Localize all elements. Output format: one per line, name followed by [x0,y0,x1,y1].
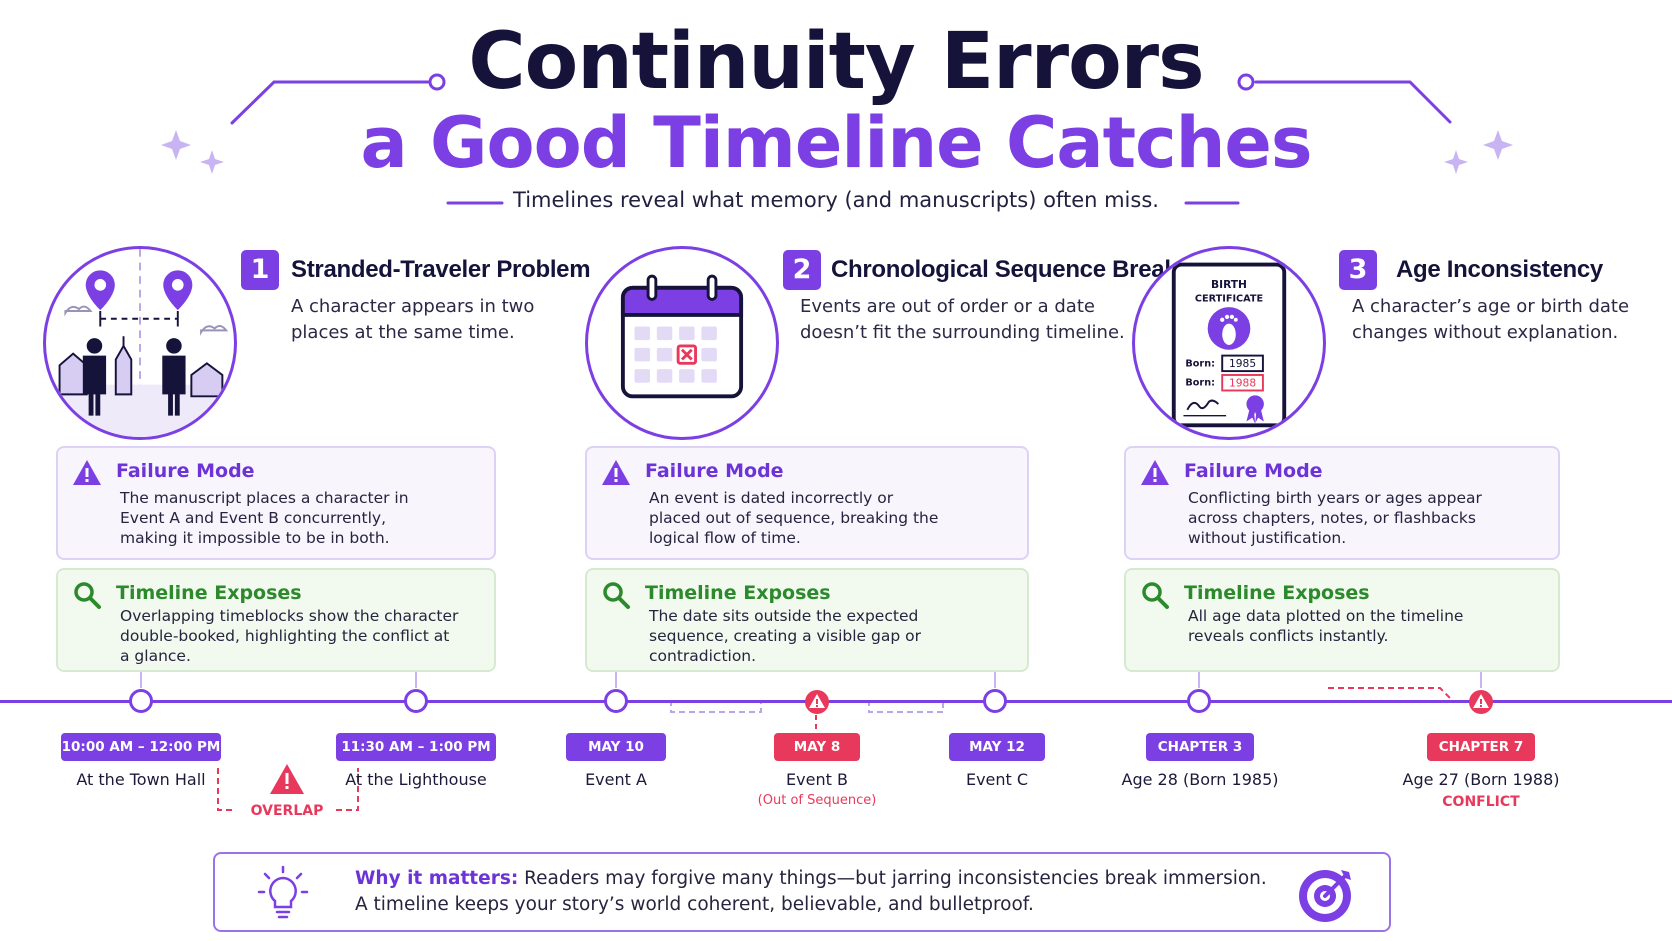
timeline-label-event-a: Event A [585,770,647,789]
conflict-label: CONFLICT [1442,794,1520,810]
overlap-warning-icon [270,764,304,794]
timeline-pill-event-b: MAY 8 [774,733,860,761]
target-icon [1299,870,1351,922]
timeline-node-lighthouse[interactable] [404,689,428,713]
certificate-heading: BIRTH [1211,278,1247,291]
page-title-line1: Continuity Errors [468,17,1204,107]
failure-mode-text: An event is dated incorrectly or placed … [649,489,939,547]
failure-mode-card-2: Failure Mode An event is dated incorrect… [585,446,1029,560]
timeline-label-lighthouse: At the Lighthouse [345,770,487,789]
timeline-connectors [140,672,1482,811]
timeline-exposes-text: The date sits outside the expected seque… [649,607,921,665]
timeline-pill-town-hall: 10:00 AM – 12:00 PM [61,733,221,761]
born-label-2: Born: [1185,378,1215,389]
timeline-sub-event-b: (Out of Sequence) [757,793,877,808]
timeline-node-event-b-alert-icon[interactable] [804,689,830,715]
timeline-label-chapter-7: Age 27 (Born 1988) [1402,770,1560,789]
failure-mode-title: Failure Mode [116,460,255,482]
birth-certificate-icon: BIRTH CERTIFICATE Born: 1985 Born: 1988 [1171,262,1287,428]
failure-mode-title: Failure Mode [645,460,784,482]
warning-icon [1141,460,1169,485]
certificate-heading-2: CERTIFICATE [1195,293,1263,304]
section-number-1: 1 [241,250,279,290]
age-inconsistency-illustration: BIRTH CERTIFICATE Born: 1985 Born: 1988 [1132,246,1326,440]
timeline-node-chapter-3[interactable] [1187,689,1211,713]
sequence-break-illustration [585,246,779,440]
timeline-label-event-b: Event B [786,770,848,789]
timeline-pill-event-c: MAY 12 [949,733,1045,761]
why-it-matters-banner: Why it matters: Readers may forgive many… [213,852,1391,932]
timeline-exposes-text: Overlapping timeblocks show the characte… [120,607,459,665]
stranded-traveler-illustration [43,246,237,440]
section-number-3: 3 [1339,250,1377,290]
born-year-2: 1988 [1229,377,1256,390]
born-year-1: 1985 [1229,357,1256,370]
timeline-pill-chapter-3: CHAPTER 3 [1146,733,1254,761]
timeline-exposes-text: All age data plotted on the timeline rev… [1188,607,1464,645]
magnifier-icon [603,582,630,609]
timeline-node-town-hall[interactable] [129,689,153,713]
section-title-3: Age Inconsistency [1396,256,1603,283]
warning-icon [73,460,101,485]
timeline-exposes-title: Timeline Exposes [1184,582,1370,604]
timeline-label-town-hall: At the Town Hall [76,770,206,789]
timeline-label-chapter-3: Age 28 (Born 1985) [1121,770,1279,789]
magnifier-icon [74,582,101,609]
page-subtitle: Timelines reveal what memory (and manusc… [513,188,1159,212]
timeline-pill-event-a: MAY 10 [566,733,666,761]
timeline-pill-chapter-7: CHAPTER 7 [1427,733,1535,761]
why-it-matters-lead: Why it matters: [355,868,519,889]
section-title-1: Stranded-Traveler Problem [291,256,591,283]
born-label-1: Born: [1185,358,1215,369]
timeline-exposes-title: Timeline Exposes [116,582,302,604]
failure-mode-title: Failure Mode [1184,460,1323,482]
timeline-exposes-card-3: Timeline Exposes All age data plotted on… [1124,568,1560,672]
timeline-node-event-c[interactable] [983,689,1007,713]
timeline-label-event-c: Event C [965,770,1029,789]
section-description-3: A character’s age or birth date changes … [1352,296,1630,343]
section-number-2: 2 [783,250,821,290]
magnifier-icon [1142,582,1169,609]
failure-mode-card-1: Failure Mode The manuscript places a cha… [56,446,496,560]
failure-mode-text: The manuscript places a character in Eve… [120,489,409,547]
section-description-1: A character appears in two places at the… [291,296,535,343]
failure-mode-card-3: Failure Mode Conflicting birth years or … [1124,446,1560,560]
overlap-label: OVERLAP [250,803,324,819]
section-title-2: Chronological Sequence Break [831,256,1178,283]
lightbulb-icon [257,865,309,919]
timeline-exposes-card-2: Timeline Exposes The date sits outside t… [585,568,1029,672]
section-description-2: Events are out of order or a date doesn’… [800,296,1125,343]
header-decoration [161,73,1513,205]
timeline-node-event-a[interactable] [604,689,628,713]
timeline-exposes-card-1: Timeline Exposes Overlapping timeblocks … [56,568,496,672]
timeline-axis [0,700,1672,703]
two-locations-icon [46,249,234,437]
timeline-pill-lighthouse: 11:30 AM – 1:00 PM [336,733,496,761]
why-it-matters-line2: A timeline keeps your story’s world cohe… [355,894,1034,915]
warning-icon [602,460,630,485]
why-it-matters-text: Why it matters: Readers may forgive many… [355,866,1267,918]
why-it-matters-line1: Readers may forgive many things—but jarr… [518,868,1267,889]
timeline-exposes-title: Timeline Exposes [645,582,831,604]
failure-mode-text: Conflicting birth years or ages appear a… [1188,489,1482,547]
calendar-icon [620,274,744,399]
timeline-node-chapter-7-alert-icon[interactable] [1468,689,1494,715]
page-title-line2: a Good Timeline Catches [360,102,1312,184]
